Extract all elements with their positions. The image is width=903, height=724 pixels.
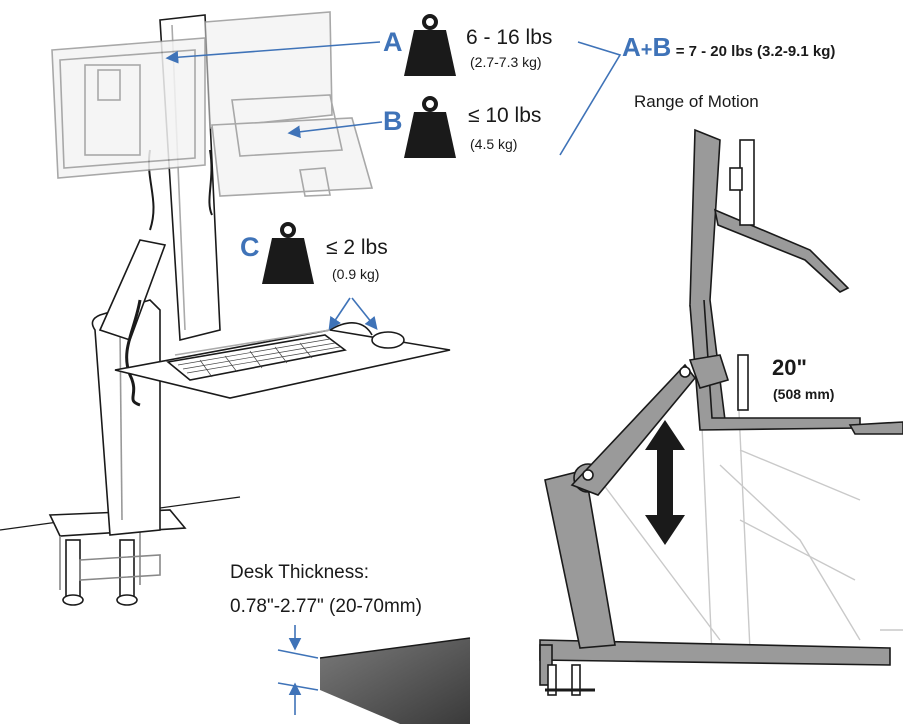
weight-icon-lb: LB — [472, 118, 492, 134]
combined-letter-b: B — [652, 32, 672, 62]
laptop-tray-ghost — [204, 11, 374, 197]
load-c-letter: C — [240, 232, 260, 262]
weight-icon: LB kg — [404, 14, 494, 76]
combined-capacity: A+B = 7 - 20 lbs (3.2-9.1 kg) — [622, 32, 835, 63]
load-c-metric: (0.9 kg) — [332, 266, 380, 282]
weight-icon: LB kg — [262, 222, 352, 284]
combined-plus: + — [640, 39, 653, 61]
load-b-metric: (4.5 kg) — [470, 136, 518, 152]
load-a-weight: 6 - 16 lbs — [466, 26, 553, 49]
combined-letter-a: A — [622, 32, 641, 62]
load-c-weight: ≤ 2 lbs — [326, 236, 388, 259]
load-a-letter: A — [383, 27, 403, 57]
pointer-arrows — [165, 41, 622, 331]
weight-icon: LB kg — [404, 96, 494, 158]
range-of-motion-illustration — [539, 128, 903, 696]
monitor-a-ghost — [51, 37, 206, 179]
range-metric: (508 mm) — [773, 386, 835, 402]
desk-thickness-illustration — [277, 625, 471, 724]
weight-icon-kg: kg — [469, 51, 495, 72]
load-b-letter: B — [383, 106, 403, 136]
weight-icon-lb: LB — [472, 36, 492, 52]
range-value: 20" — [772, 355, 807, 380]
weight-icon-lb: LB — [330, 244, 350, 260]
desk-thickness-title: Desk Thickness: — [230, 562, 370, 583]
combined-range: = 7 - 20 lbs (3.2-9.1 kg) — [675, 43, 836, 60]
load-a-metric: (2.7-7.3 kg) — [470, 54, 542, 70]
load-b-weight: ≤ 10 lbs — [468, 104, 542, 127]
range-title: Range of Motion — [634, 92, 759, 111]
weight-icon-kg: kg — [327, 259, 353, 280]
weight-icon-kg: kg — [469, 133, 495, 154]
desk-thickness-range: 0.78"-2.77" (20-70mm) — [230, 596, 422, 617]
